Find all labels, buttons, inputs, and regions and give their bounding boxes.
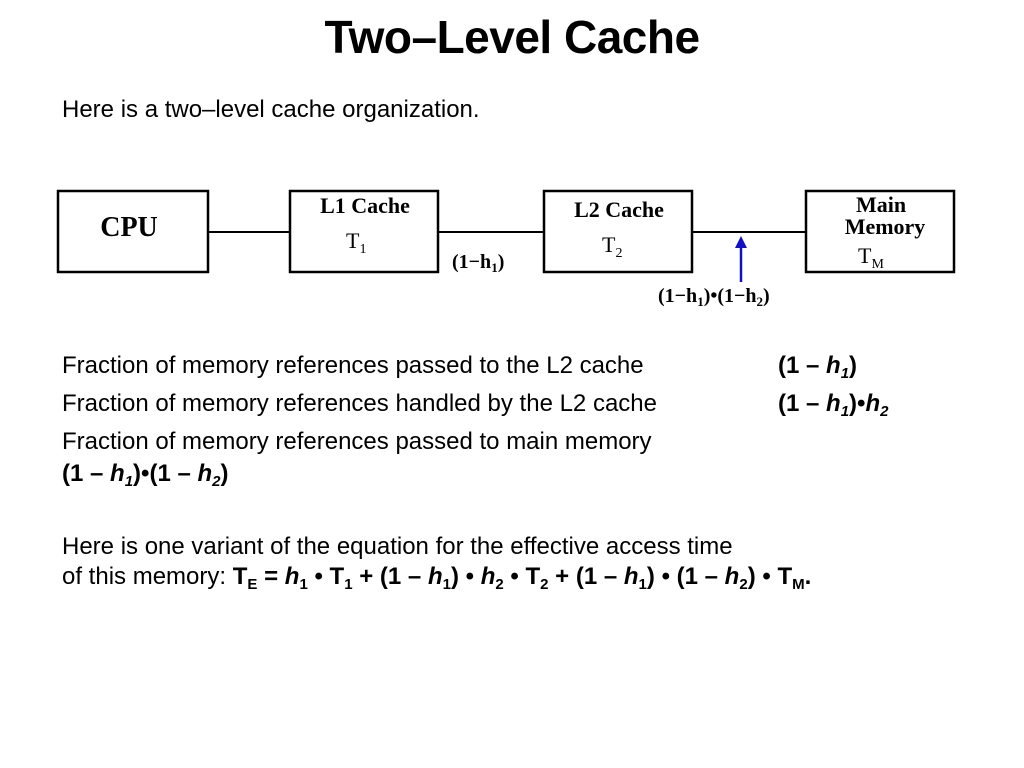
- fraction-main-memory: Fraction of memory references passed to …: [62, 428, 652, 455]
- cache-diagram: CPU L1 Cache T1 L2 Cache T2 Main Memory …: [56, 189, 956, 309]
- effective-access-equation: of this memory: TE = h1 • T1 + (1 – h1) …: [62, 563, 812, 593]
- intro-text: Here is a two–level cache organization.: [62, 96, 480, 123]
- l2-time: T2: [602, 232, 622, 261]
- l2-mem-flow-label: (1−h1)•(1−h2): [658, 285, 770, 309]
- l2-name: L2 Cache: [574, 197, 664, 222]
- l1-l2-flow-label: (1−h1): [452, 251, 504, 275]
- expr-l2-passed: (1 – h1): [778, 352, 858, 382]
- expr-main-memory: (1 – h1)•(1 – h2): [62, 460, 229, 490]
- equation-intro: Here is one variant of the equation for …: [62, 533, 733, 560]
- cpu-box: [56, 189, 210, 274]
- cpu-label: CPU: [100, 212, 158, 243]
- mem-line2: Memory: [845, 214, 926, 239]
- l1-time: T1: [346, 228, 366, 257]
- l2-cache-box: [542, 189, 694, 274]
- fraction-l2-handled: Fraction of memory references handled by…: [62, 390, 657, 417]
- l1-cache-box: [288, 189, 440, 274]
- fraction-l2-passed: Fraction of memory references passed to …: [62, 352, 644, 379]
- flow-arrow-head: [735, 236, 747, 248]
- l1-name: L1 Cache: [320, 193, 410, 218]
- expr-l2-handled: (1 – h1)•h2: [778, 390, 889, 420]
- main-memory-box: [804, 189, 956, 274]
- mem-time: TM: [858, 243, 884, 272]
- slide-title: Two–Level Cache: [324, 11, 700, 63]
- mem-line1: Main: [856, 192, 906, 217]
